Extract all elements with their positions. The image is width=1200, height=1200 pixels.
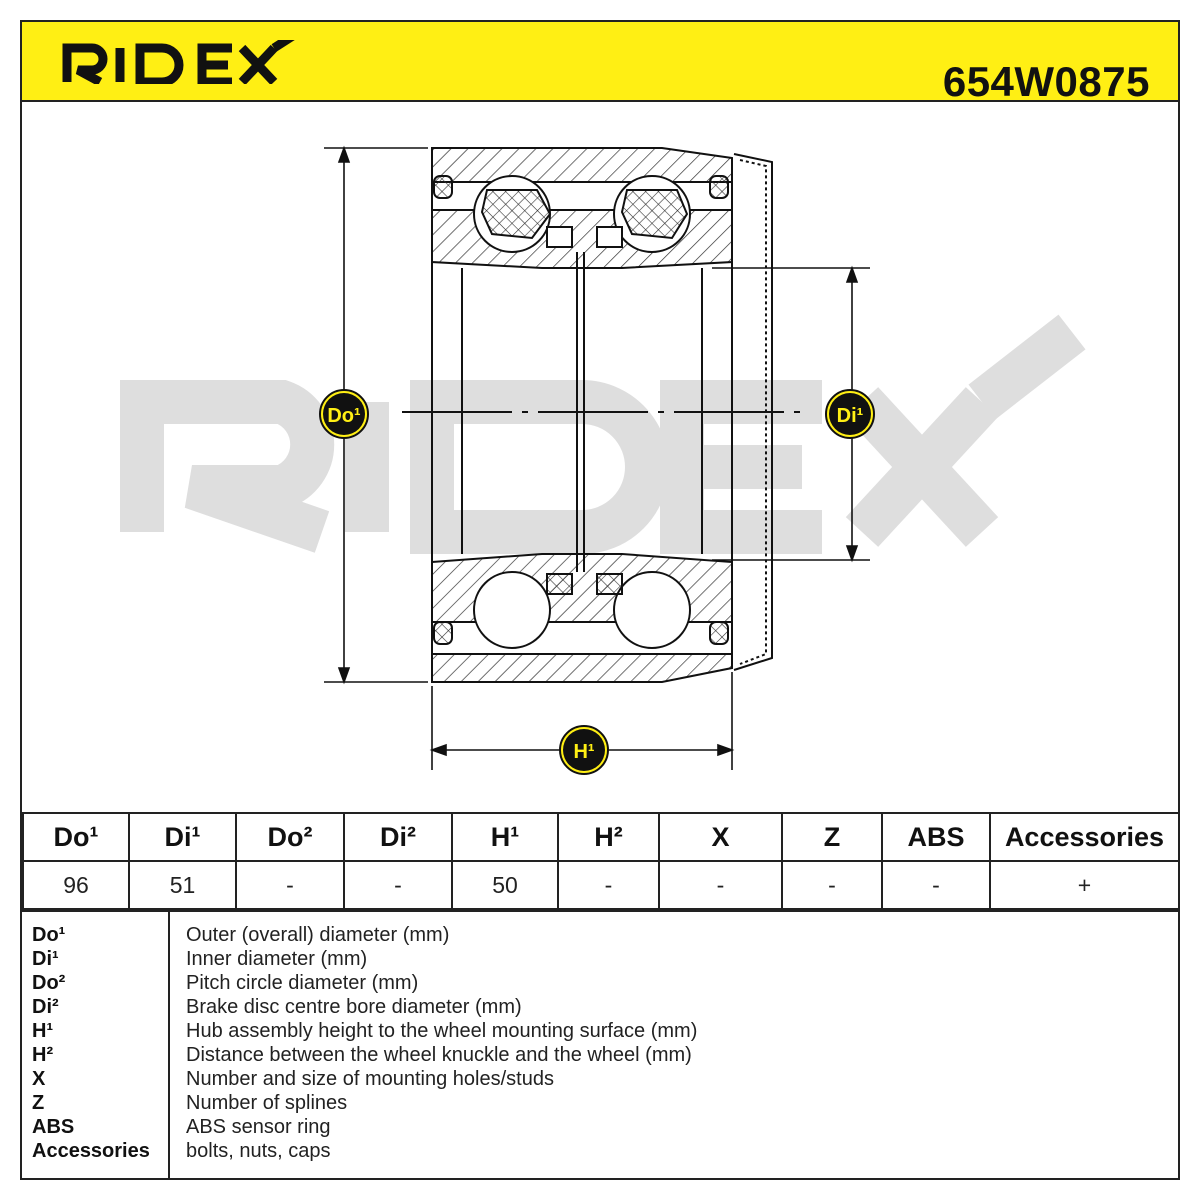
legend-key: Di²	[32, 996, 59, 1018]
value-cell: -	[781, 860, 883, 910]
legend-desc: Inner diameter (mm)	[186, 948, 368, 970]
value-cell: -	[557, 860, 660, 910]
legend-row: Accessories bolts, nuts, caps	[22, 1140, 1178, 1164]
legend-key: Di¹	[32, 948, 59, 970]
spec-header-row: Do¹ Di¹ Do² Di² H¹ H² X Z ABS Accessorie…	[22, 812, 1180, 862]
legend-desc: Outer (overall) diameter (mm)	[186, 924, 450, 946]
bearing-diagram: Do¹ Di¹ H¹	[120, 145, 1086, 775]
part-number: 654W0875	[942, 58, 1150, 105]
legend-desc: Distance between the wheel knuckle and t…	[186, 1044, 692, 1066]
spec-value-row: 96 51 - - 50 - - - - +	[22, 860, 1180, 910]
value-cell: -	[343, 860, 453, 910]
header-cell: Z	[781, 812, 883, 862]
di1-label: Di¹	[837, 405, 864, 427]
legend-row: Di¹ Inner diameter (mm)	[22, 948, 1178, 972]
header-cell: ABS	[881, 812, 991, 862]
header-cell: Accessories	[989, 812, 1180, 862]
legend-key: Do²	[32, 972, 66, 994]
header-cell: Di²	[343, 812, 453, 862]
legend: Do¹ Outer (overall) diameter (mm) Di¹ In…	[22, 910, 1178, 1180]
value-cell: -	[235, 860, 345, 910]
legend-desc: ABS sensor ring	[186, 1116, 331, 1138]
legend-desc: bolts, nuts, caps	[186, 1140, 331, 1162]
legend-key: H²	[32, 1044, 54, 1066]
value-cell: -	[658, 860, 783, 910]
header-cell: Di¹	[128, 812, 237, 862]
legend-row: H² Distance between the wheel knuckle an…	[22, 1044, 1178, 1068]
legend-desc: Hub assembly height to the wheel mountin…	[186, 1020, 698, 1042]
legend-divider	[168, 912, 170, 1180]
header-cell: H¹	[451, 812, 559, 862]
value-cell: 50	[451, 860, 559, 910]
legend-row: Do² Pitch circle diameter (mm)	[22, 972, 1178, 996]
legend-desc: Pitch circle diameter (mm)	[186, 972, 419, 994]
do1-label: Do¹	[327, 405, 361, 427]
legend-key: Z	[32, 1092, 45, 1114]
watermark-logo	[120, 314, 1086, 554]
legend-desc: Brake disc centre bore diameter (mm)	[186, 996, 522, 1018]
header-cell: H²	[557, 812, 660, 862]
header-bar: 654W0875	[22, 22, 1178, 105]
legend-desc: Number of splines	[186, 1092, 348, 1114]
legend-row: ABS ABS sensor ring	[22, 1116, 1178, 1140]
spec-table: Do¹ Di¹ Do² Di² H¹ H² X Z ABS Accessorie…	[22, 812, 1180, 910]
header-cell: Do¹	[22, 812, 130, 862]
header-cell: X	[658, 812, 783, 862]
header-cell: Do²	[235, 812, 345, 862]
di1-badge: Di¹	[825, 389, 875, 439]
legend-row: X Number and size of mounting holes/stud…	[22, 1068, 1178, 1092]
value-cell: 96	[22, 860, 130, 910]
legend-row: Z Number of splines	[22, 1092, 1178, 1116]
legend-key: Accessories	[32, 1140, 150, 1162]
do1-badge: Do¹	[319, 389, 369, 439]
legend-desc: Number and size of mounting holes/studs	[186, 1068, 554, 1090]
ridex-logo	[62, 40, 295, 84]
bearing-cross-section	[431, 147, 773, 683]
value-cell: 51	[128, 860, 237, 910]
page-frame	[20, 20, 1180, 1180]
value-cell: -	[881, 860, 991, 910]
legend-key: X	[32, 1068, 46, 1090]
value-cell: +	[989, 860, 1180, 910]
legend-row: Di² Brake disc centre bore diameter (mm)	[22, 996, 1178, 1020]
legend-row: H¹ Hub assembly height to the wheel moun…	[22, 1020, 1178, 1044]
legend-key: H¹	[32, 1020, 54, 1042]
legend-key: ABS	[32, 1116, 75, 1138]
h1-label: H¹	[573, 741, 594, 763]
legend-row: Do¹ Outer (overall) diameter (mm)	[22, 924, 1178, 948]
legend-key: Do¹	[32, 924, 66, 946]
h1-badge: H¹	[559, 725, 609, 775]
